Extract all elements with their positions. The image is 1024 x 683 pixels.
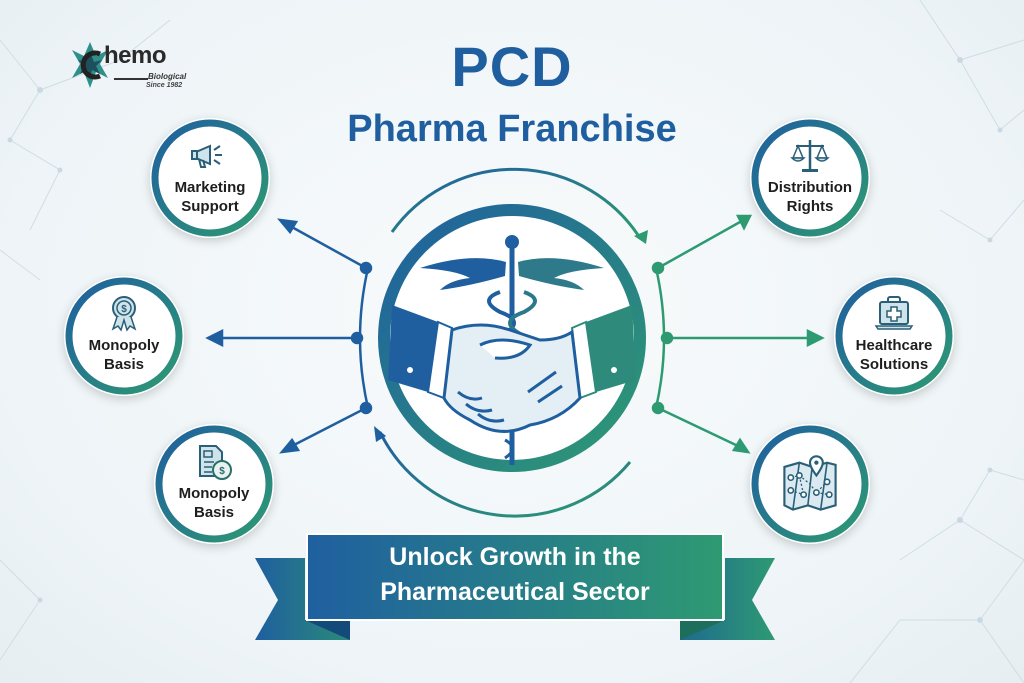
logo-wordmark: hemo bbox=[104, 42, 167, 69]
banner-line2: Pharmaceutical Sector bbox=[380, 578, 650, 606]
node-distribution-rights: Distribution Rights bbox=[750, 118, 870, 238]
scales-icon bbox=[790, 140, 830, 172]
node-label-line2: Rights bbox=[786, 198, 834, 215]
handshake-icon bbox=[388, 305, 636, 433]
medical-kit-icon bbox=[874, 296, 914, 330]
node-monopoly-basis-1: $ Monopoly Basis bbox=[64, 276, 184, 396]
ribbon-banner bbox=[255, 533, 775, 640]
node-healthcare-solutions: Healthcare Solutions bbox=[834, 276, 954, 396]
logo-divider bbox=[114, 78, 148, 80]
document-dollar-icon: $ bbox=[199, 445, 232, 480]
logo-star-icon bbox=[72, 42, 108, 88]
banner-line1: Unlock Growth in the bbox=[389, 543, 641, 571]
node-label-line1: Monopoly bbox=[88, 337, 160, 354]
node-monopoly-basis-2: $ Monopoly Basis bbox=[154, 424, 274, 544]
node-label-line2: Basis bbox=[193, 504, 235, 521]
node-territory-map bbox=[750, 424, 870, 544]
logo-subtitle: Biological bbox=[148, 72, 187, 81]
page-title: PCD bbox=[451, 35, 573, 98]
node-marketing-support: Marketing Support bbox=[150, 118, 270, 238]
right-connectors bbox=[651, 214, 825, 454]
node-label-line2: Basis bbox=[103, 356, 145, 373]
node-label-line2: Solutions bbox=[859, 356, 929, 373]
node-label-line1: Marketing bbox=[174, 179, 246, 196]
node-label-line1: Distribution bbox=[767, 179, 853, 196]
node-label-line2: Support bbox=[181, 198, 239, 215]
node-label-line1: Healthcare bbox=[855, 337, 933, 354]
banner-tagline: Unlock Growth in the Pharmaceutical Sect… bbox=[310, 540, 720, 610]
company-logo: hemo Biological Since 1982 bbox=[70, 40, 190, 100]
node-label-line1: Monopoly bbox=[178, 485, 250, 502]
left-connectors bbox=[205, 218, 373, 454]
map-pin-network-icon bbox=[783, 455, 837, 511]
svg-text:$: $ bbox=[219, 466, 225, 477]
award-dollar-icon: $ bbox=[111, 296, 137, 332]
svg-text:$: $ bbox=[121, 304, 127, 315]
megaphone-icon bbox=[191, 144, 222, 168]
page-subtitle: Pharma Franchise bbox=[347, 108, 677, 150]
logo-since: Since 1982 bbox=[146, 82, 183, 89]
caduceus-icon bbox=[420, 235, 604, 465]
